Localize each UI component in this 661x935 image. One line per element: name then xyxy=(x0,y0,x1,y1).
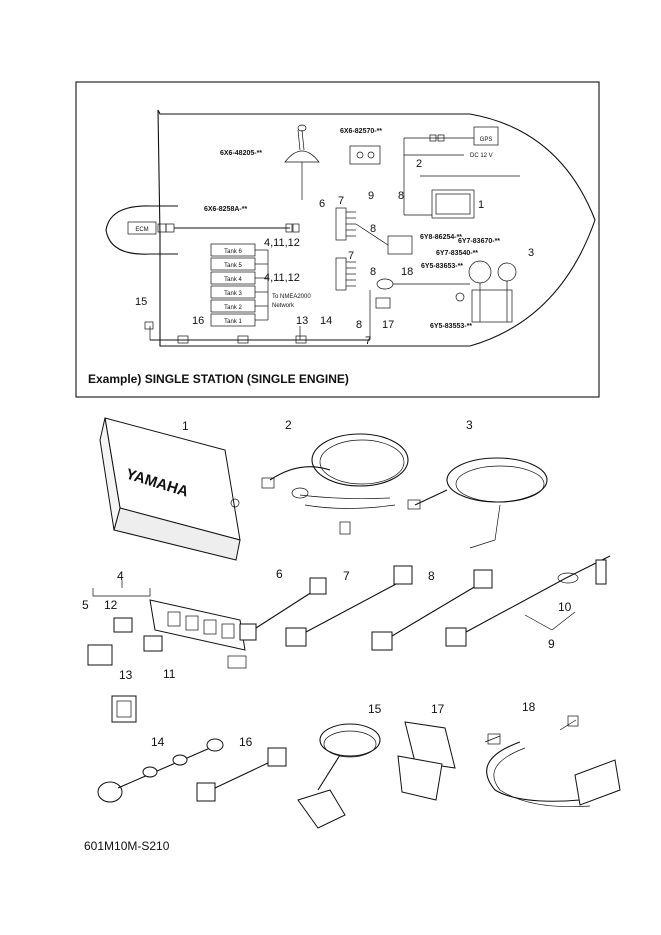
part-2-harness xyxy=(261,433,409,535)
pn-18: 6Y5-83653-** xyxy=(421,263,463,270)
callout-8b: 8 xyxy=(370,223,376,235)
callout-17: 17 xyxy=(382,319,394,331)
tank-5: Tank 5 xyxy=(224,263,242,269)
part-3-cable xyxy=(407,457,548,549)
schematic-panel: ECM 6X6-48205-** 6X6-8258A-** 6X6-82570-… xyxy=(75,81,600,398)
part-label-11: 11 xyxy=(163,667,176,681)
callout-14: 14 xyxy=(320,315,332,327)
part-label-15: 15 xyxy=(368,702,382,716)
tank-list: Tank 6 Tank 5 Tank 4 Tank 3 Tank 2 Tank … xyxy=(210,243,269,327)
part-11-cap xyxy=(143,635,163,652)
part-label-2: 2 xyxy=(285,418,292,432)
callout-1: 1 xyxy=(478,199,484,211)
tank-1: Tank 1 xyxy=(224,319,242,325)
gauge-right xyxy=(497,262,517,282)
part-7-cable xyxy=(285,565,413,647)
tank-6: Tank 6 xyxy=(224,249,242,255)
part-5-cap xyxy=(87,644,113,666)
callout-3: 3 xyxy=(528,247,534,259)
figure-code: 601M10M-S210 xyxy=(84,839,170,853)
pn-top: 6X6-82570-** xyxy=(340,128,382,135)
callout-8c: 8 xyxy=(370,266,376,278)
tank-2: Tank 2 xyxy=(224,305,242,311)
terminator xyxy=(144,321,154,330)
part-label-5: 5 xyxy=(82,598,89,612)
callout-4a: 4,11,12 xyxy=(264,237,300,249)
network-note-2: Network xyxy=(272,303,295,309)
pn-8: 6Y8-86254-** xyxy=(420,234,462,241)
callout-7a: 7 xyxy=(338,195,344,207)
callout-7b: 7 xyxy=(348,250,354,262)
callout-9: 9 xyxy=(368,190,374,202)
module-8 xyxy=(387,235,413,255)
part-label-4: 4 xyxy=(117,569,124,583)
connector-block-lower xyxy=(335,257,356,291)
part-13-terminator xyxy=(111,695,137,723)
callout-16: 16 xyxy=(192,315,204,327)
part-label-6: 6 xyxy=(276,567,283,581)
ecm-box xyxy=(127,221,157,235)
part-15-sensor xyxy=(297,723,381,829)
pn-harness: 6X6-8258A-** xyxy=(204,206,247,213)
throttle-sensor xyxy=(284,124,320,200)
callout-7c: 7 xyxy=(365,335,371,347)
callout-8a: 8 xyxy=(398,190,404,202)
part-14-cable xyxy=(97,738,224,803)
part-1-display: YAMAHA xyxy=(99,417,241,561)
part-6-cable xyxy=(239,577,327,641)
part-label-12: 12 xyxy=(104,598,118,612)
part-18-harness xyxy=(484,715,621,807)
part-4-hub xyxy=(87,580,247,669)
callout-2: 2 xyxy=(416,158,422,170)
pn-sensor: 6X6-48205-** xyxy=(220,150,262,157)
part-label-9: 9 xyxy=(548,637,555,651)
part-label-18: 18 xyxy=(522,700,536,714)
tank-4: Tank 4 xyxy=(224,277,242,283)
dc-label: DC 12 V xyxy=(470,153,493,159)
ecm-label: ECM xyxy=(135,227,148,233)
callout-18: 18 xyxy=(401,266,413,278)
callout-4b: 4,11,12 xyxy=(264,272,300,284)
pn-gauge-b: 6Y7-83540-** xyxy=(436,250,478,257)
connector-block-upper xyxy=(335,207,356,241)
gps-box xyxy=(473,126,499,146)
module-18 xyxy=(376,278,394,290)
part-label-8: 8 xyxy=(428,569,435,583)
part-label-1: 1 xyxy=(182,419,189,433)
part-label-3: 3 xyxy=(466,418,473,432)
pn-gauge-a: 6Y7-83670-** xyxy=(458,238,500,245)
fuel-module xyxy=(349,145,381,165)
parts-illustration: YAMAHA 1 2 3 xyxy=(82,417,621,829)
callout-13: 13 xyxy=(296,315,308,327)
gps-label: GPS xyxy=(480,137,493,143)
callout-6: 6 xyxy=(319,198,325,210)
gauge-left xyxy=(468,260,492,284)
caption: Example) SINGLE STATION (SINGLE ENGINE) xyxy=(88,372,349,386)
part-label-17: 17 xyxy=(431,702,445,716)
part-label-16: 16 xyxy=(239,735,253,749)
part-label-14: 14 xyxy=(151,735,165,749)
callout-15: 15 xyxy=(135,296,147,308)
part-label-7: 7 xyxy=(343,569,350,583)
display-unit xyxy=(431,189,475,219)
part-9-cable xyxy=(445,555,611,647)
network-note-1: To NMEA2000 xyxy=(272,294,311,300)
module-17 xyxy=(375,297,391,309)
pn-17: 6Y5-83553-** xyxy=(430,323,472,330)
part-8-cable xyxy=(371,569,493,651)
tank-3: Tank 3 xyxy=(224,291,242,297)
callout-8d: 8 xyxy=(356,319,362,331)
part-label-10: 10 xyxy=(558,600,572,614)
part-16-cable xyxy=(196,747,287,802)
part-17-module xyxy=(397,721,456,801)
engine-outline xyxy=(105,205,178,255)
part-12-cap xyxy=(113,617,133,633)
part-label-13: 13 xyxy=(119,668,133,682)
